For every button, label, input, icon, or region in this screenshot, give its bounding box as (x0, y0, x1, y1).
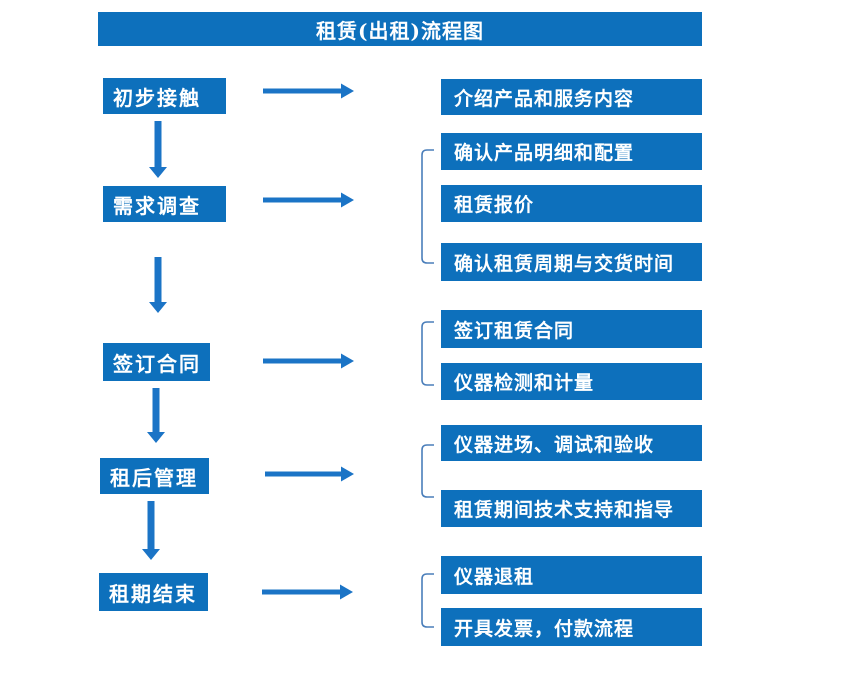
detail-node-2: 租赁报价 (441, 185, 702, 222)
right-arrow-head-2 (341, 353, 354, 369)
group-bracket-1 (421, 321, 434, 386)
right-arrow-head-3 (341, 466, 354, 482)
stage-node-4: 租期结束 (99, 573, 208, 611)
right-arrow-head-1 (341, 192, 354, 208)
right-arrow-head-0 (341, 83, 354, 99)
detail-node-7: 租赁期间技术支持和指导 (441, 490, 702, 527)
detail-node-9: 开具发票，付款流程 (441, 608, 702, 646)
diagram-title: 租赁(出租)流程图 (316, 18, 484, 43)
diagram-title-bar: 租赁(出租)流程图 (98, 12, 702, 46)
detail-node-3: 确认租赁周期与交货时间 (441, 243, 702, 281)
group-bracket-3 (421, 573, 434, 628)
group-bracket-0 (421, 149, 434, 264)
down-arrow-head-2 (147, 432, 165, 443)
group-bracket-2 (421, 444, 434, 498)
down-arrow-head-3 (142, 549, 160, 560)
detail-node-0: 介绍产品和服务内容 (441, 79, 702, 115)
detail-node-5: 仪器检测和计量 (441, 363, 702, 400)
stage-node-3: 租后管理 (100, 458, 209, 494)
detail-node-6: 仪器进场、调试和验收 (441, 425, 702, 461)
down-arrow-head-0 (149, 167, 167, 178)
stage-node-0: 初步接触 (103, 78, 226, 114)
detail-node-4: 签订租赁合同 (441, 310, 702, 348)
stage-node-1: 需求调查 (103, 186, 226, 222)
down-arrow-head-1 (149, 302, 167, 313)
detail-node-8: 仪器退租 (441, 556, 702, 594)
stage-node-2: 签订合同 (103, 343, 210, 381)
right-arrow-head-4 (340, 584, 353, 600)
detail-node-1: 确认产品明细和配置 (441, 133, 702, 170)
